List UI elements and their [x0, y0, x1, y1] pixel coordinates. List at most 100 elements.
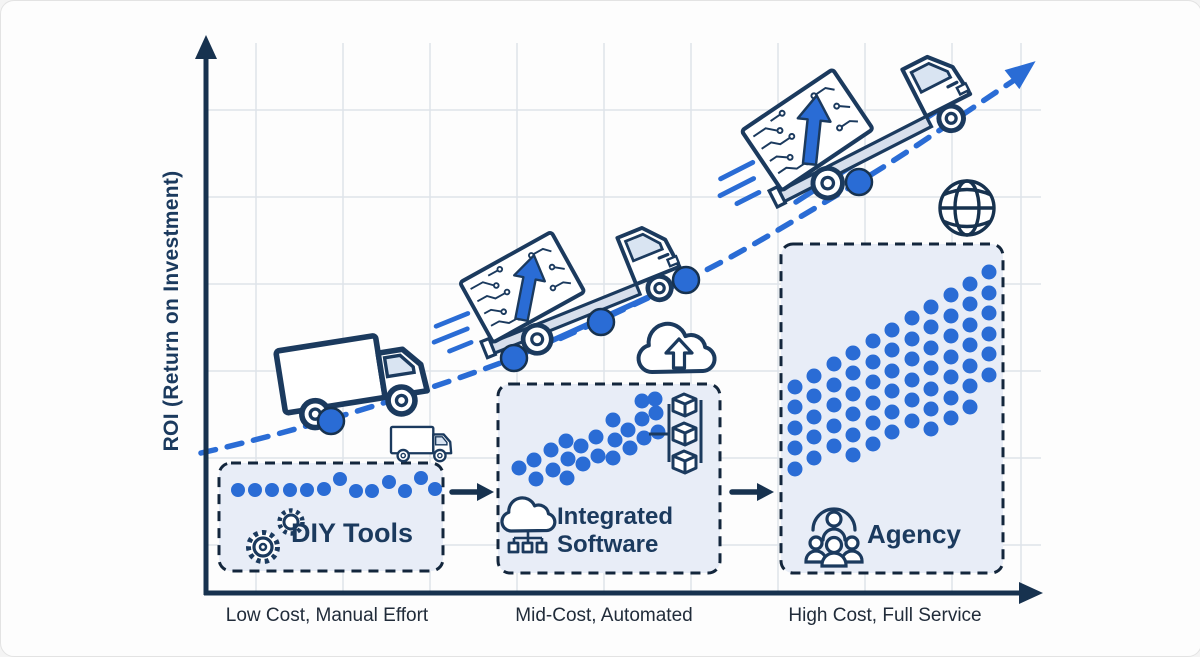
dot: [620, 422, 636, 438]
dot: [904, 372, 920, 388]
dot: [647, 391, 663, 407]
truck-tiny-icon: [389, 425, 453, 463]
stage-title-integrated-software: Integrated Software: [557, 503, 674, 559]
dot: [981, 326, 997, 342]
dot: [590, 448, 606, 464]
stage-arrows: [449, 483, 774, 501]
dot: [845, 406, 861, 422]
dot: [648, 405, 664, 421]
dot: [511, 460, 527, 476]
dot: [923, 299, 939, 315]
dot: [398, 484, 412, 498]
dot: [265, 483, 279, 497]
dot: [962, 378, 978, 394]
y-axis-label: ROI (Return on Investment): [160, 170, 183, 452]
dot: [884, 404, 900, 420]
dot: [605, 412, 621, 428]
dot: [981, 305, 997, 321]
dot: [806, 450, 822, 466]
dot: [787, 461, 803, 477]
cloud-upload-icon: [636, 321, 717, 374]
integrated-dots-layer: [511, 391, 666, 487]
dot: [962, 317, 978, 333]
agency-dots-layer: [787, 264, 997, 477]
dot: [884, 383, 900, 399]
x-axis-label-mid-cost: Mid-Cost, Automated: [515, 605, 693, 626]
dot: [962, 399, 978, 415]
dot: [414, 471, 428, 485]
dot: [586, 307, 616, 337]
dot: [300, 483, 314, 497]
dot: [559, 470, 575, 486]
dot: [884, 342, 900, 358]
dot: [962, 276, 978, 292]
dot: [428, 482, 442, 496]
dot: [943, 349, 959, 365]
dot: [981, 285, 997, 301]
stacked-cubes-icon: [649, 392, 703, 475]
gears-icon: [246, 508, 305, 564]
dot: [622, 440, 638, 456]
curve-markers-layer: [316, 167, 874, 436]
dot: [575, 456, 591, 472]
dot: [607, 432, 623, 448]
dot: [349, 484, 363, 498]
dot: [605, 450, 621, 466]
dot: [671, 265, 701, 295]
dot: [806, 429, 822, 445]
dot: [634, 393, 650, 409]
dot: [923, 340, 939, 356]
dot: [528, 471, 544, 487]
dot: [382, 475, 396, 489]
diy-dots-layer: [231, 471, 442, 498]
dot: [845, 386, 861, 402]
stage-title-agency: Agency: [867, 519, 961, 549]
dot: [333, 472, 347, 486]
dot: [787, 379, 803, 395]
dot: [962, 358, 978, 374]
dot: [826, 438, 842, 454]
dot: [231, 483, 245, 497]
dot: [787, 399, 803, 415]
dot: [904, 331, 920, 347]
x-axis-label-low-cost: Low Cost, Manual Effort: [225, 605, 429, 626]
team-icon: [804, 507, 864, 568]
dot: [806, 368, 822, 384]
dot: [573, 438, 589, 454]
dot: [865, 374, 881, 390]
dot: [981, 367, 997, 383]
dot: [904, 392, 920, 408]
dot: [943, 410, 959, 426]
dot: [787, 420, 803, 436]
dot: [981, 346, 997, 362]
dot: [943, 390, 959, 406]
dot: [560, 451, 576, 467]
dot: [588, 429, 604, 445]
dot: [865, 415, 881, 431]
dot: [923, 381, 939, 397]
dot: [923, 360, 939, 376]
dot: [845, 447, 861, 463]
dot: [981, 264, 997, 280]
dot: [884, 322, 900, 338]
dot: [634, 411, 650, 427]
dot: [865, 395, 881, 411]
dot: [787, 440, 803, 456]
dot: [943, 287, 959, 303]
dot: [636, 430, 652, 446]
dot: [545, 462, 561, 478]
dot: [543, 442, 559, 458]
dot: [248, 483, 262, 497]
dot: [904, 351, 920, 367]
dot: [844, 167, 874, 197]
dot: [845, 345, 861, 361]
dot: [904, 310, 920, 326]
globe-icon: [938, 179, 996, 237]
dot: [826, 356, 842, 372]
axes: [195, 35, 1043, 604]
dot: [806, 409, 822, 425]
dot: [650, 424, 666, 440]
dot: [845, 365, 861, 381]
